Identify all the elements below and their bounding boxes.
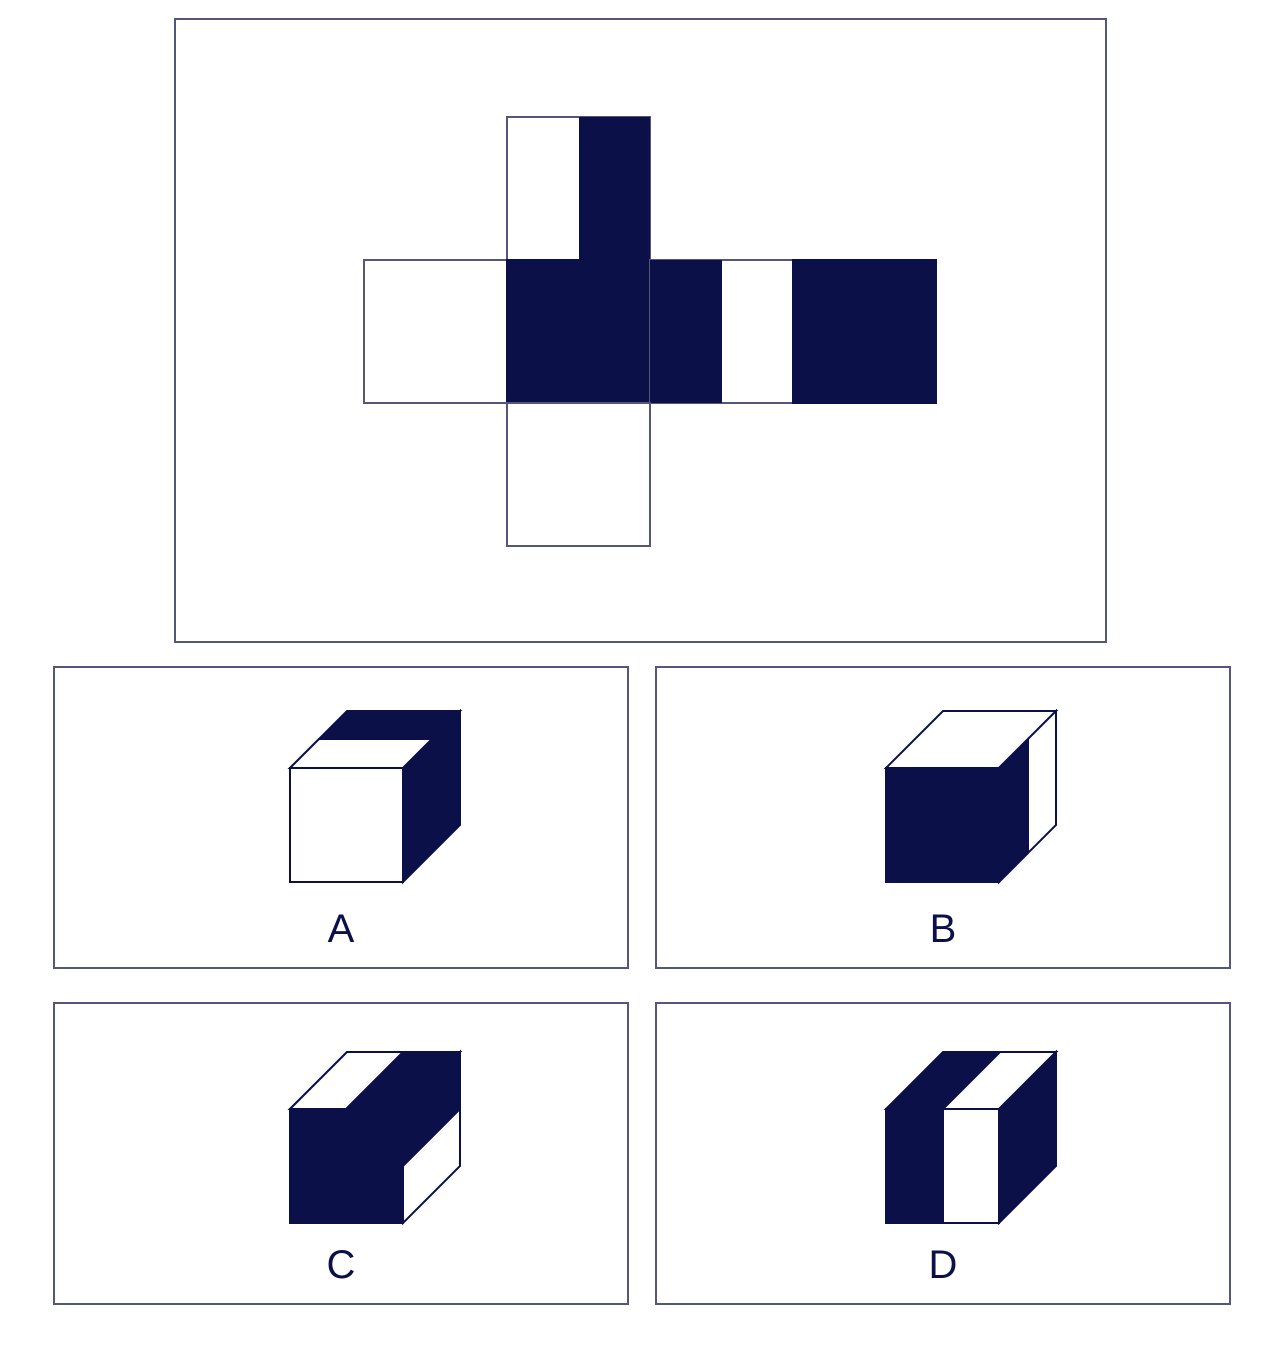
cube-side-stripe xyxy=(402,1049,461,1169)
option-b-cube xyxy=(883,708,1059,885)
net-face-right-stripe xyxy=(650,260,722,403)
cube-net-panel xyxy=(174,18,1107,643)
option-c-cube xyxy=(287,1049,463,1226)
option-b-label: B xyxy=(929,907,957,951)
cube-net-figure xyxy=(363,116,937,547)
option-b-panel[interactable]: B xyxy=(655,666,1231,969)
net-face-left xyxy=(363,259,508,404)
net-face-center xyxy=(506,259,651,404)
option-d-label: D xyxy=(928,1243,958,1287)
option-a-label: A xyxy=(327,907,355,951)
option-a-cube xyxy=(287,708,463,885)
option-c-panel[interactable]: C xyxy=(53,1002,629,1305)
cube-front-stripe xyxy=(885,1108,944,1224)
net-face-bottom xyxy=(506,402,651,547)
net-face-top-stripe xyxy=(579,117,650,260)
option-a-panel[interactable]: A xyxy=(53,666,629,969)
cube-side-face xyxy=(998,1049,1057,1226)
option-d-panel[interactable]: D xyxy=(655,1002,1231,1305)
cube-front-face xyxy=(885,767,1000,883)
cube-side-face xyxy=(402,708,461,885)
option-d-cube xyxy=(883,1049,1059,1226)
option-c-label: C xyxy=(326,1243,356,1287)
cube-side-stripe xyxy=(998,736,1029,885)
net-face-far-right xyxy=(792,259,937,404)
cube-front-face xyxy=(289,767,404,883)
cube-front-face xyxy=(289,1108,404,1224)
